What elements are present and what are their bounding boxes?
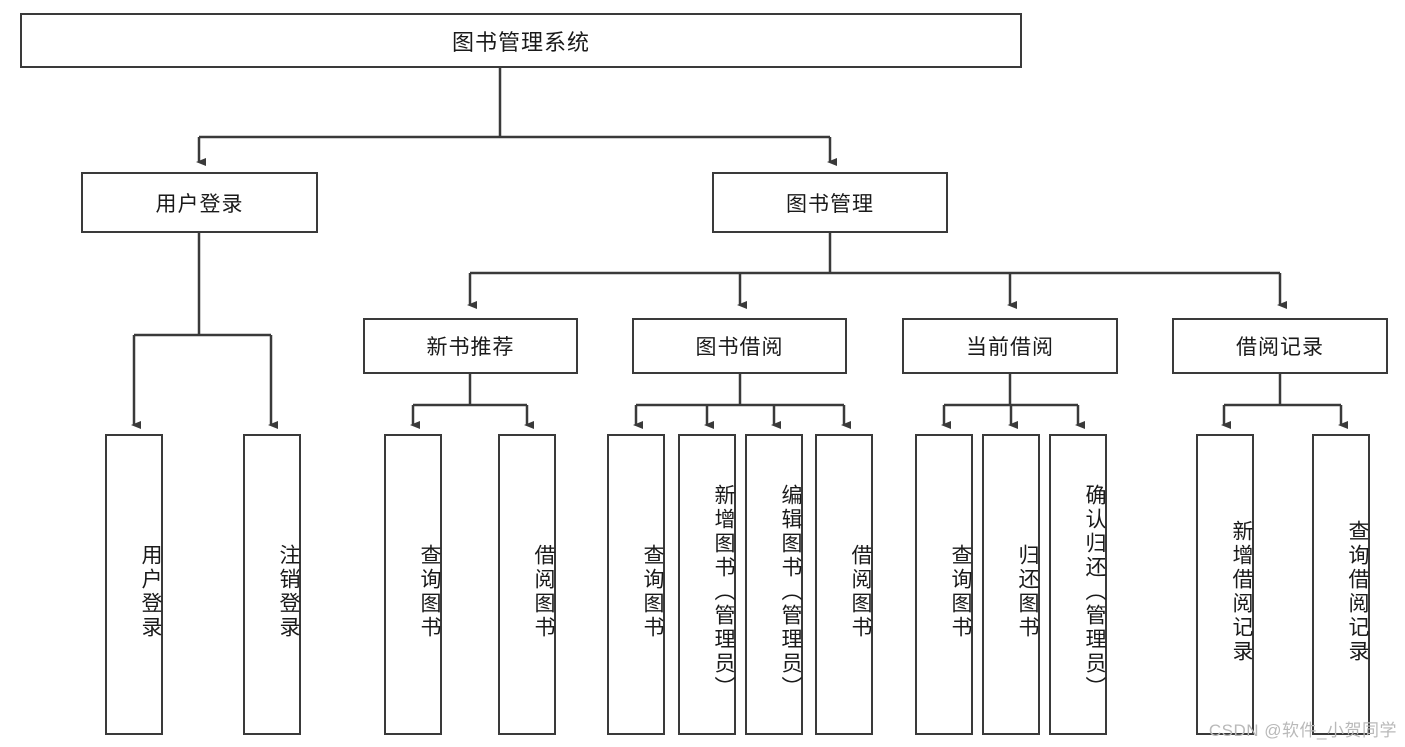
node-label: 图书管理 — [786, 192, 874, 216]
leaf-book-borrow-edit[interactable]: 编辑图书（管理员） — [745, 434, 803, 735]
leaf-user-login-login[interactable]: 用户登录 — [105, 434, 163, 735]
node-label: 借阅记录 — [1236, 336, 1324, 359]
node-label: 当前借阅 — [966, 336, 1054, 359]
node-label: 用户登录 — [139, 543, 162, 640]
node-label: 查询借阅记录 — [1346, 519, 1369, 664]
leaf-current-borrow-confirm-return[interactable]: 确认归还（管理员） — [1049, 434, 1107, 735]
node-label: 查询图书 — [641, 543, 664, 640]
leaf-current-borrow-query[interactable]: 查询图书 — [915, 434, 973, 735]
node-borrow-record[interactable]: 借阅记录 — [1172, 318, 1388, 374]
node-label: 图书管理系统 — [451, 29, 590, 55]
leaf-new-book-query[interactable]: 查询图书 — [384, 434, 442, 735]
node-label: 借阅图书 — [849, 543, 872, 640]
node-label: 确认归还（管理员） — [1083, 483, 1106, 700]
node-book-management[interactable]: 图书管理 — [712, 172, 948, 233]
leaf-new-book-borrow[interactable]: 借阅图书 — [498, 434, 556, 735]
node-current-borrow[interactable]: 当前借阅 — [902, 318, 1118, 374]
node-new-book-recommend[interactable]: 新书推荐 — [363, 318, 578, 374]
node-label: 图书借阅 — [695, 336, 784, 359]
leaf-user-login-logout[interactable]: 注销登录 — [243, 434, 301, 735]
leaf-borrow-record-add[interactable]: 新增借阅记录 — [1196, 434, 1254, 735]
node-label: 查询图书 — [418, 543, 441, 640]
leaf-borrow-record-query[interactable]: 查询借阅记录 — [1312, 434, 1370, 735]
node-label: 新书推荐 — [426, 336, 515, 359]
node-label: 查询图书 — [949, 543, 972, 640]
node-user-login[interactable]: 用户登录 — [81, 172, 318, 233]
watermark-text: CSDN @软件_小贺同学 — [1208, 721, 1397, 740]
leaf-current-borrow-return[interactable]: 归还图书 — [982, 434, 1040, 735]
node-label: 新增借阅记录 — [1230, 519, 1253, 664]
node-label: 归还图书 — [1016, 543, 1039, 640]
leaf-book-borrow-add[interactable]: 新增图书（管理员） — [678, 434, 736, 735]
leaf-book-borrow-query[interactable]: 查询图书 — [607, 434, 665, 735]
node-book-borrow[interactable]: 图书借阅 — [632, 318, 847, 374]
node-label: 注销登录 — [277, 543, 300, 640]
node-label: 借阅图书 — [532, 543, 555, 640]
leaf-book-borrow-borrow[interactable]: 借阅图书 — [815, 434, 873, 735]
node-label: 编辑图书（管理员） — [779, 483, 802, 700]
node-label: 新增图书（管理员） — [712, 483, 735, 700]
node-label: 用户登录 — [155, 192, 244, 216]
node-root-system[interactable]: 图书管理系统 — [20, 13, 1022, 68]
